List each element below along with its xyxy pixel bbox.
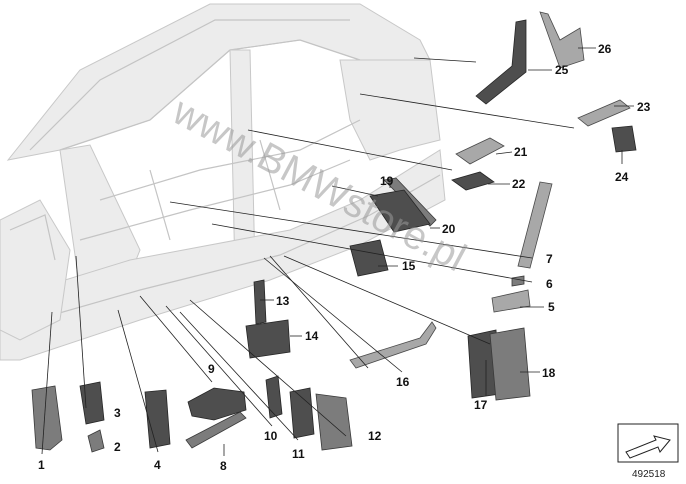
callout-16: 16	[396, 375, 410, 389]
part-14	[245, 319, 291, 359]
part-16	[349, 321, 437, 369]
callout-25: 25	[555, 63, 569, 77]
part-20	[369, 189, 431, 233]
callout-24: 24	[615, 170, 629, 184]
callout-8: 8	[220, 459, 227, 473]
part-24	[611, 125, 637, 153]
arrow-icon	[625, 435, 671, 459]
part-18	[489, 327, 531, 401]
part-26	[539, 11, 585, 69]
callout-11: 11	[292, 447, 305, 461]
callout-2: 2	[114, 440, 121, 454]
part-1	[31, 385, 63, 451]
callout-20: 20	[442, 222, 456, 236]
callout-7: 7	[546, 252, 553, 266]
part-8	[185, 411, 247, 449]
callout-13: 13	[276, 294, 290, 308]
part-3	[79, 381, 105, 425]
part-9	[187, 387, 247, 421]
callout-23: 23	[637, 100, 651, 114]
part-7	[517, 181, 553, 269]
parts	[31, 11, 637, 453]
leader-lines	[41, 47, 634, 456]
part-10	[265, 375, 283, 419]
callout-3: 3	[114, 406, 121, 420]
callout-4: 4	[154, 458, 161, 472]
callout-1: 1	[38, 458, 45, 472]
part-15	[349, 239, 389, 277]
part-23	[577, 99, 631, 127]
callout-14: 14	[305, 329, 319, 343]
part-2	[87, 429, 105, 453]
document-number: 492518	[632, 469, 666, 480]
callout-12: 12	[368, 429, 382, 443]
callout-19: 19	[380, 174, 394, 188]
callouts: 1 2 3 4 5 6 7 8 9 10 11 12 13 14 15 16 1…	[38, 42, 651, 473]
callout-9: 9	[208, 362, 215, 376]
part-5	[491, 289, 531, 313]
callout-10: 10	[264, 429, 278, 443]
callout-18: 18	[542, 366, 556, 380]
callout-22: 22	[512, 177, 526, 191]
callout-26: 26	[598, 42, 612, 56]
part-13	[253, 279, 267, 325]
callout-21: 21	[514, 145, 528, 159]
part-4	[144, 389, 171, 449]
part-22	[451, 171, 495, 191]
part-6	[511, 275, 525, 287]
callout-15: 15	[402, 259, 416, 273]
callout-5: 5	[548, 300, 555, 314]
part-11	[289, 387, 315, 439]
callout-17: 17	[474, 398, 488, 412]
part-12	[315, 393, 353, 451]
callout-6: 6	[546, 277, 553, 291]
view-direction-box	[617, 423, 679, 463]
part-25	[475, 19, 527, 105]
car-body-shell	[0, 3, 446, 361]
part-21	[455, 137, 505, 165]
